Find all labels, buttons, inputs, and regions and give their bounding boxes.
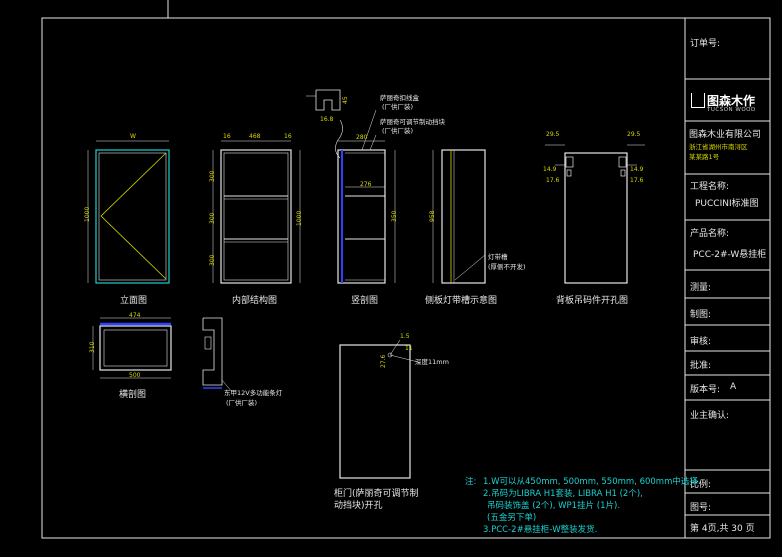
dim-back-right-3: 17.6: [630, 177, 644, 184]
version-label: 版本号:: [690, 385, 721, 395]
version-value: A: [730, 382, 737, 392]
drawing-border: [41, 17, 771, 539]
note-line-4: (五金另下单): [487, 513, 537, 523]
logo-text: 图森木作: [707, 94, 756, 108]
logo-subtext: TUCSON WOOD: [707, 107, 756, 113]
internal-structure-view: [212, 140, 301, 284]
owner-confirm-label: 业主确认:: [690, 411, 730, 421]
logo-mark-icon: [691, 93, 705, 108]
order-no-label: 订单号:: [690, 39, 721, 49]
note-line-3: 吊码装饰盖 (2个), WP1挂片 (1片).: [487, 501, 621, 511]
dim-door-a: 1.5: [400, 333, 410, 340]
dim-back-right-2: 14.9: [630, 166, 644, 173]
caption-cross-section: 横剖图: [119, 390, 147, 400]
dim-back-left-2: 14.9: [543, 166, 557, 173]
caption-elevation: 立面图: [120, 296, 148, 306]
caption-vertical-section: 竖剖图: [351, 296, 379, 306]
product-label: 产品名称:: [690, 229, 730, 239]
scale-label: 比例:: [690, 480, 712, 490]
drawing-no-label: 图号:: [690, 503, 712, 513]
page-info: 第 4页,共 30 页: [690, 524, 755, 534]
company-name: 图森木业有限公司: [689, 130, 762, 140]
dim-int-top-a: 16: [223, 133, 231, 140]
note-line-1: 1.W可以从450mm, 500mm, 550mm, 600mm中选择.: [483, 477, 701, 487]
dim-back-left-1: 29.5: [546, 131, 560, 138]
cross-section-view: [92, 317, 233, 393]
dim-vs-side: 350: [391, 210, 398, 222]
dim-cs-bottom: 500: [129, 372, 141, 379]
dim-int-s2: 300: [209, 212, 216, 224]
dim-cs-side: 310: [89, 341, 96, 353]
dim-detail-b: 45: [342, 96, 349, 104]
caption-back-hanger: 背板吊码件开孔图: [556, 296, 629, 306]
annotation-adjustable-stop: 萨丽奇可调节制动挡块: [380, 118, 445, 126]
side-light-groove-view: [432, 149, 486, 284]
dim-back-right-1: 29.5: [627, 131, 641, 138]
elevation-view: [87, 140, 170, 284]
project-label: 工程名称:: [690, 182, 730, 192]
annotation-factory-2: (厂供厂装): [382, 127, 414, 135]
dim-int-s3: 300: [209, 254, 216, 266]
door-view: [339, 339, 419, 479]
annotation-hole-depth: 深度11mm: [415, 358, 449, 366]
annotation-not-open: (厚侧不开发): [488, 263, 526, 271]
annotation-factory-1: (厂供厂装): [382, 103, 414, 111]
annotation-led-strip: 东甲12V多功能条灯: [224, 389, 283, 397]
dim-vs-top: 280: [356, 134, 368, 141]
dim-cs-top: 474: [129, 312, 141, 319]
measure-label: 测量:: [690, 283, 712, 293]
address-line1: 浙江省湖州市南浔区: [689, 143, 748, 151]
dim-side-height: 958: [429, 210, 436, 222]
product-value: PCC-2#-W悬挂柜: [693, 250, 767, 260]
review-label: 审核:: [690, 337, 712, 347]
note-line-2: 2.吊码为LIBRA H1套装, LIBRA H1 (2个),: [483, 489, 643, 499]
project-value: PUCCINI标准图: [695, 199, 759, 209]
annotation-light-groove: 灯带槽: [488, 253, 508, 261]
caption-side-light: 侧板灯带槽示意图: [425, 296, 498, 306]
dim-detail-a: 16.8: [320, 116, 334, 123]
dim-elev-side: 1000: [84, 206, 91, 222]
annotation-buckle-box: 萨丽奇扣线盒: [380, 94, 419, 102]
dim-door-b: 27.6: [380, 354, 387, 368]
dim-int-s1: 300: [209, 170, 216, 182]
back-panel-hanger-view: [545, 144, 645, 284]
draft-label: 制图:: [690, 310, 712, 320]
dim-elev-top: W: [130, 133, 136, 140]
address-line2: 某某路1号: [689, 153, 720, 161]
vertical-section-view: [306, 89, 396, 284]
approve-label: 批准:: [690, 361, 712, 371]
title-block-grid: [685, 78, 770, 516]
dim-int-top-c: 16: [284, 133, 292, 140]
dim-int-side-total: 1000: [296, 210, 303, 226]
annotation-factory-3: (厂供厂装): [226, 399, 258, 407]
caption-internal: 内部结构图: [232, 296, 278, 306]
note-line-5: 3.PCC-2#悬挂柜-W整装发货.: [483, 525, 598, 535]
dim-int-top-b: 468: [249, 133, 261, 140]
dim-vs-mid: 276: [360, 181, 372, 188]
dim-back-left-3: 17.6: [546, 177, 560, 184]
dim-door-c: 11: [405, 345, 413, 352]
caption-door: 柜门(萨丽奇可调节制动挡块)开孔: [334, 489, 419, 511]
notes-prefix: 注:: [465, 477, 477, 487]
